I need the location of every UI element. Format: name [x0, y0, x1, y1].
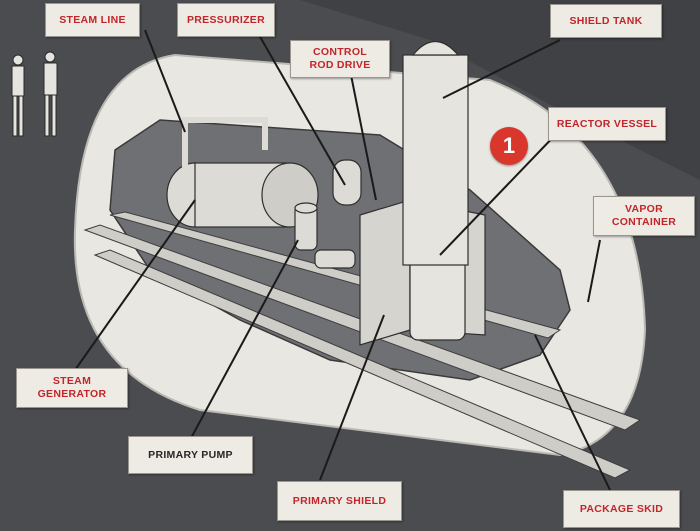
steam-line-pipe	[182, 117, 268, 170]
label-shield-tank: SHIELD TANK	[550, 4, 662, 38]
label-primary-shield: PRIMARY SHIELD	[277, 481, 402, 521]
figure-number-badge: 1	[490, 127, 528, 165]
label-vapor-container: VAPOR CONTAINER	[593, 196, 695, 236]
label-steam-generator: STEAM GENERATOR	[16, 368, 128, 408]
primary-pump-drawing	[294, 202, 356, 269]
pressurizer-drawing	[332, 159, 362, 206]
steam-generator-drawing	[166, 162, 319, 228]
label-pressurizer: PRESSURIZER	[177, 3, 275, 37]
label-control-rod-drive: CONTROL ROD DRIVE	[290, 40, 390, 78]
label-steam-line: STEAM LINE	[45, 3, 140, 37]
leader-lines	[74, 27, 611, 491]
label-reactor-vessel: REACTOR VESSEL	[548, 107, 666, 141]
person-figures	[11, 51, 58, 137]
label-primary-pump: PRIMARY PUMP	[128, 436, 253, 474]
rock-shadow	[0, 0, 700, 180]
label-package-skid: PACKAGE SKID	[563, 490, 680, 528]
shield-tank-drawing	[402, 40, 469, 266]
